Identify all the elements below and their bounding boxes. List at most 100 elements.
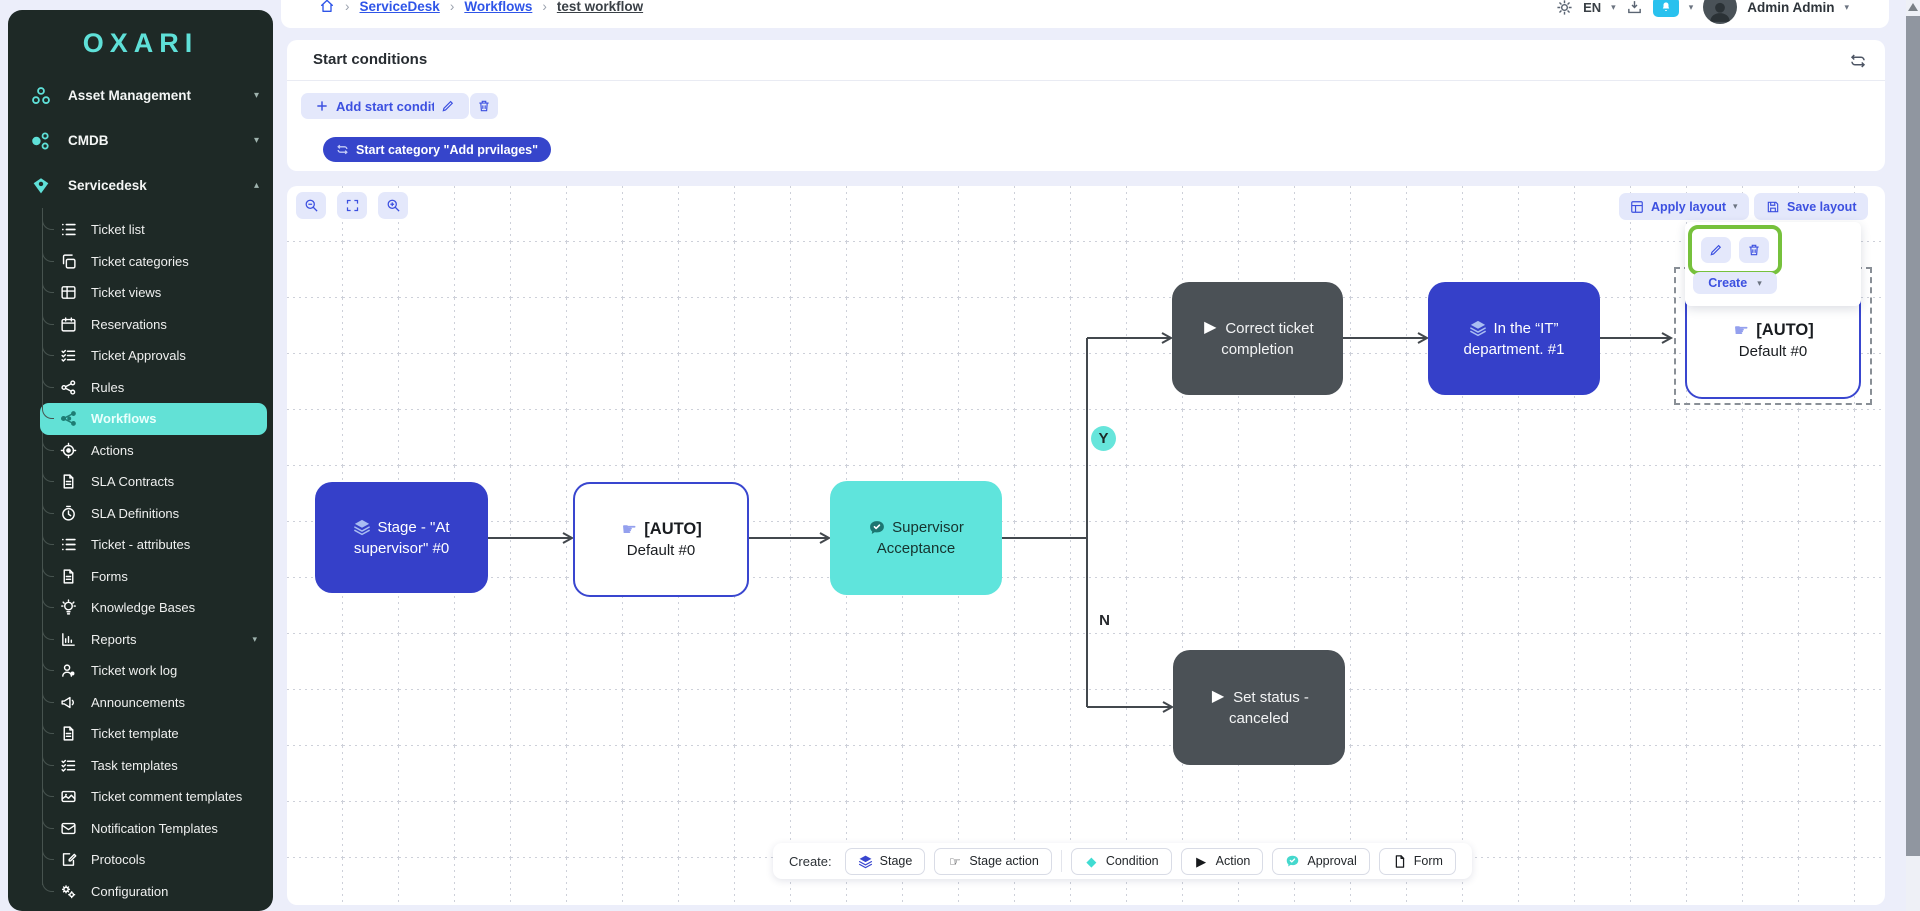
node-line-1: Supervisor	[892, 519, 964, 536]
sync-icon[interactable]	[1849, 52, 1867, 70]
edit-node-button[interactable]	[1701, 237, 1731, 263]
chevron-down-icon: ▾	[1844, 1, 1849, 12]
sidebar-item-configuration[interactable]: Configuration	[8, 876, 273, 908]
create-node-button[interactable]: Create ▾	[1693, 272, 1777, 294]
home-icon[interactable]	[319, 0, 335, 14]
sidebar-item-ticket-approvals[interactable]: Ticket Approvals	[8, 340, 273, 372]
create-approval-button[interactable]: Approval	[1272, 847, 1370, 875]
tree-branch	[42, 877, 54, 892]
sidebar-section-asset-management[interactable]: Asset Management ▾	[8, 73, 273, 118]
floppy-save-icon	[1766, 200, 1780, 214]
image-icon	[60, 788, 77, 805]
sidebar-item-workflows[interactable]: Workflows	[40, 403, 267, 435]
sidebar-item-ticket-list[interactable]: Ticket list	[8, 214, 273, 246]
delete-start-condition-button[interactable]	[470, 93, 498, 119]
delete-node-button[interactable]	[1739, 237, 1769, 263]
create-condition-button[interactable]: ◆Condition	[1070, 847, 1172, 875]
copy-icon	[60, 253, 77, 270]
apply-layout-button[interactable]: Apply layout ▾	[1619, 193, 1749, 220]
breadcrumb-test-workflow[interactable]: test workflow	[556, 0, 644, 14]
workflow-node-correct-ticket-completion[interactable]: ▶Correct ticket completion	[1172, 282, 1343, 395]
zoom-out-button[interactable]	[296, 192, 326, 219]
breadcrumb-servicedesk[interactable]: ServiceDesk	[359, 0, 440, 14]
save-layout-button[interactable]: Save layout	[1754, 193, 1869, 220]
sidebar-item-notification-templates[interactable]: Notification Templates	[8, 813, 273, 845]
workflow-node-supervisor-acceptance[interactable]: Supervisor Acceptance	[830, 481, 1002, 595]
sidebar-item-label: SLA Definitions	[91, 505, 180, 521]
header-user-cluster: EN ▾ ▾ Admin Admin ▾	[1556, 0, 1849, 24]
notifications-badge[interactable]	[1652, 0, 1679, 17]
sidebar-section-label: CMDB	[68, 133, 109, 148]
sidebar-item-sla-contracts[interactable]: SLA Contracts	[8, 466, 273, 498]
sidebar-item-actions[interactable]: Actions	[8, 435, 273, 467]
page-scrollbar[interactable]	[1906, 0, 1920, 911]
sidebar-children: Ticket list Ticket categories Ticket vie…	[8, 208, 273, 911]
sidebar-item-label: Knowledge Bases	[91, 600, 196, 616]
sidebar-item-reservations[interactable]: Reservations	[8, 309, 273, 341]
tree-branch	[42, 594, 54, 608]
sidebar-item-forms[interactable]: Forms	[8, 561, 273, 593]
scrollbar-thumb[interactable]	[1906, 16, 1920, 856]
sidebar-item-sla-definitions[interactable]: SLA Definitions	[8, 498, 273, 530]
sidebar-item-rules[interactable]: Rules	[8, 372, 273, 404]
scroll-up-arrow[interactable]	[1908, 3, 1918, 11]
workflow-node-auto-default-0[interactable]: ☛[AUTO] Default #0	[573, 482, 749, 597]
flow-icon	[60, 410, 77, 427]
sidebar-item-ticket-categories[interactable]: Ticket categories	[8, 246, 273, 278]
megaphone-icon	[60, 694, 77, 711]
node-line-1: [AUTO]	[644, 519, 702, 538]
asset-cluster-icon	[30, 85, 52, 107]
fit-view-button[interactable]	[337, 192, 367, 219]
zoom-in-button[interactable]	[378, 192, 408, 219]
sidebar-item-label: Ticket work log	[91, 663, 178, 679]
sidebar-item-label: Ticket views	[91, 285, 162, 301]
create-button-label: Stage action	[969, 854, 1039, 868]
sidebar-item-reports[interactable]: Reports ▾	[8, 624, 273, 656]
diamond-icon: ◆	[1086, 853, 1097, 869]
create-stage-button[interactable]: Stage	[844, 847, 926, 875]
language-selector[interactable]: EN	[1583, 0, 1602, 15]
node-context-menu: Create ▾	[1685, 222, 1861, 306]
breadcrumb-separator: ›	[345, 0, 350, 14]
breadcrumb-workflows[interactable]: Workflows	[464, 0, 533, 14]
workflow-node-in-the-it-department-1[interactable]: In the “IT” department. #1	[1428, 282, 1600, 395]
create-button-label: Form	[1413, 854, 1443, 868]
sidebar-section-servicedesk[interactable]: Servicedesk ▴	[8, 163, 273, 208]
sidebar-item-label: Ticket template	[91, 726, 179, 742]
sidebar-item-knowledge-bases[interactable]: Knowledge Bases	[8, 592, 273, 624]
sidebar-item-ticket-template[interactable]: Ticket template	[8, 718, 273, 750]
tree-branch	[42, 657, 54, 671]
sidebar-item-ticket-views[interactable]: Ticket views	[8, 277, 273, 309]
create-stage-action-button[interactable]: ☞Stage action	[934, 847, 1052, 875]
sidebar-item-announcements[interactable]: Announcements	[8, 687, 273, 719]
download-tray-icon[interactable]	[1626, 0, 1643, 16]
sidebar-section-label: Servicedesk	[68, 178, 147, 193]
oxari-logo: OXARI	[82, 28, 199, 58]
node-line-1: Correct ticket	[1225, 319, 1314, 337]
tree-branch	[42, 499, 54, 514]
node-line-2: supervisor" #0	[353, 539, 450, 557]
user-name[interactable]: Admin Admin	[1747, 0, 1835, 15]
avatar[interactable]	[1703, 0, 1738, 24]
sidebar-item-label: Forms	[91, 568, 128, 584]
workflow-canvas[interactable]: Apply layout ▾ Save layout Stage - "At s…	[287, 186, 1885, 905]
hand-icon: ☛	[1733, 321, 1749, 340]
sidebar-item-ticket-comment-templates[interactable]: Ticket comment templates	[8, 781, 273, 813]
cmdb-nodes-icon	[30, 130, 52, 152]
create-form-button[interactable]: Form	[1378, 847, 1456, 875]
workflow-node-stage-at-supervisor-0[interactable]: Stage - "At supervisor" #0	[315, 482, 488, 593]
workflow-node-set-status-canceled[interactable]: ▶Set status - canceled	[1173, 650, 1345, 765]
breadcrumb-separator: ›	[449, 0, 455, 14]
gear-icon[interactable]	[1556, 0, 1573, 16]
sidebar-section-label: Asset Management	[68, 88, 192, 103]
sidebar-item-ticket-work-log[interactable]: Ticket work log	[8, 655, 273, 687]
edit-start-condition-button[interactable]	[434, 93, 462, 119]
create-action-button[interactable]: ▶Action	[1180, 847, 1264, 875]
sidebar-item-task-templates[interactable]: Task templates	[8, 750, 273, 782]
sidebar-item-ticket-attributes[interactable]: Ticket - attributes	[8, 529, 273, 561]
chevron-down-icon: ▾	[253, 135, 259, 146]
sidebar-section-cmdb[interactable]: CMDB ▾	[8, 118, 273, 163]
sidebar-item-protocols[interactable]: Protocols	[8, 844, 273, 876]
start-category-pill[interactable]: Start category "Add prvilages"	[323, 137, 552, 162]
